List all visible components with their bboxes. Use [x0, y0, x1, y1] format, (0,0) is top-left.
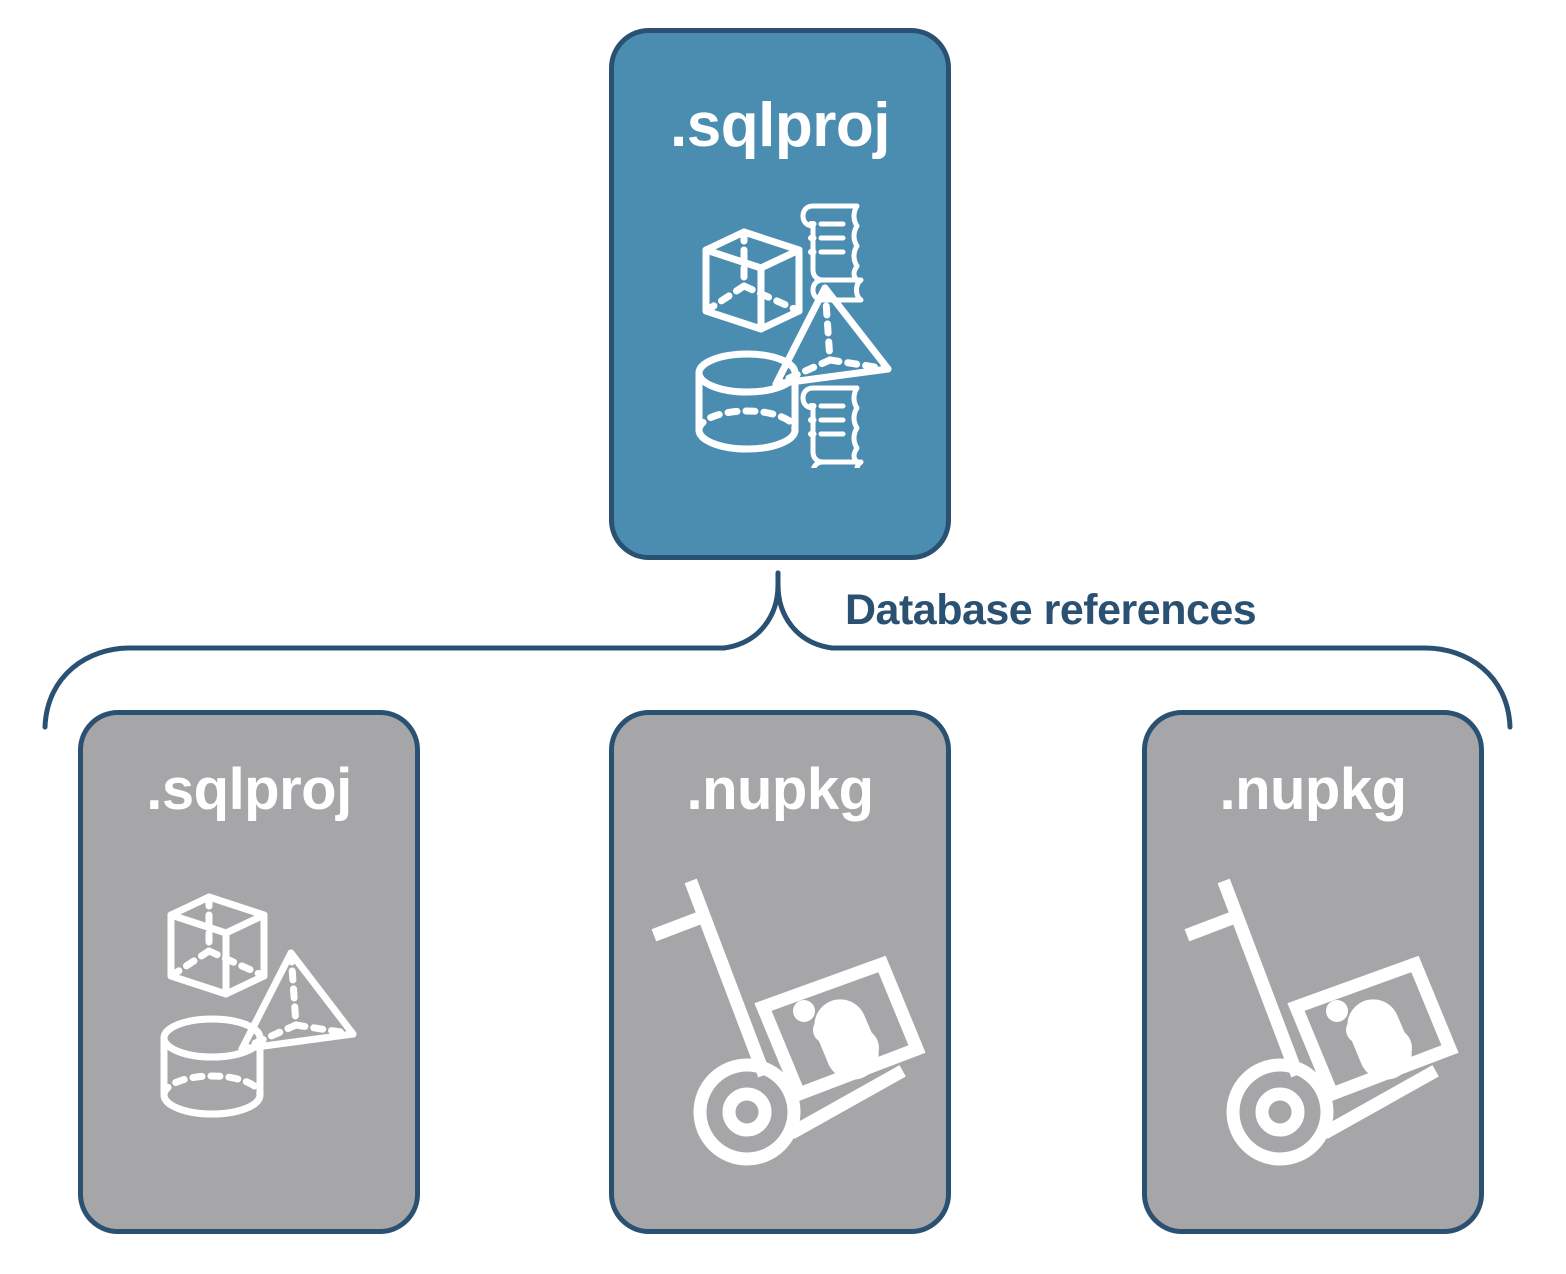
card-icon-group: [614, 188, 946, 485]
card-icon-group: [83, 855, 415, 1215]
card-icon-group: [614, 855, 946, 1215]
scroll-icon: [800, 385, 864, 485]
cube-icon: [702, 228, 803, 333]
cylinder-icon: [160, 1015, 264, 1118]
scroll-icon: [800, 203, 864, 303]
card-title: .nupkg: [686, 757, 874, 822]
cylinder-icon: [695, 350, 799, 453]
database-references-label: Database references: [845, 586, 1257, 634]
card-icon-group: [1147, 855, 1479, 1215]
node-card-nupkg-reference-2[interactable]: .nupkg: [1142, 710, 1484, 1234]
card-title: .sqlproj: [670, 91, 890, 160]
cube-icon: [167, 893, 268, 998]
node-card-sqlproj-primary[interactable]: .sqlproj: [609, 28, 951, 560]
card-title: .sqlproj: [146, 757, 352, 822]
node-card-nupkg-reference-1[interactable]: .nupkg: [609, 710, 951, 1234]
hand-truck-package-icon: [1184, 878, 1459, 1166]
hand-truck-package-icon: [651, 878, 926, 1166]
node-card-sqlproj-reference[interactable]: .sqlproj: [78, 710, 420, 1234]
card-title: .nupkg: [1219, 757, 1407, 822]
nuget-logo-glyph: [1326, 999, 1412, 1080]
nuget-logo-glyph: [793, 999, 879, 1080]
